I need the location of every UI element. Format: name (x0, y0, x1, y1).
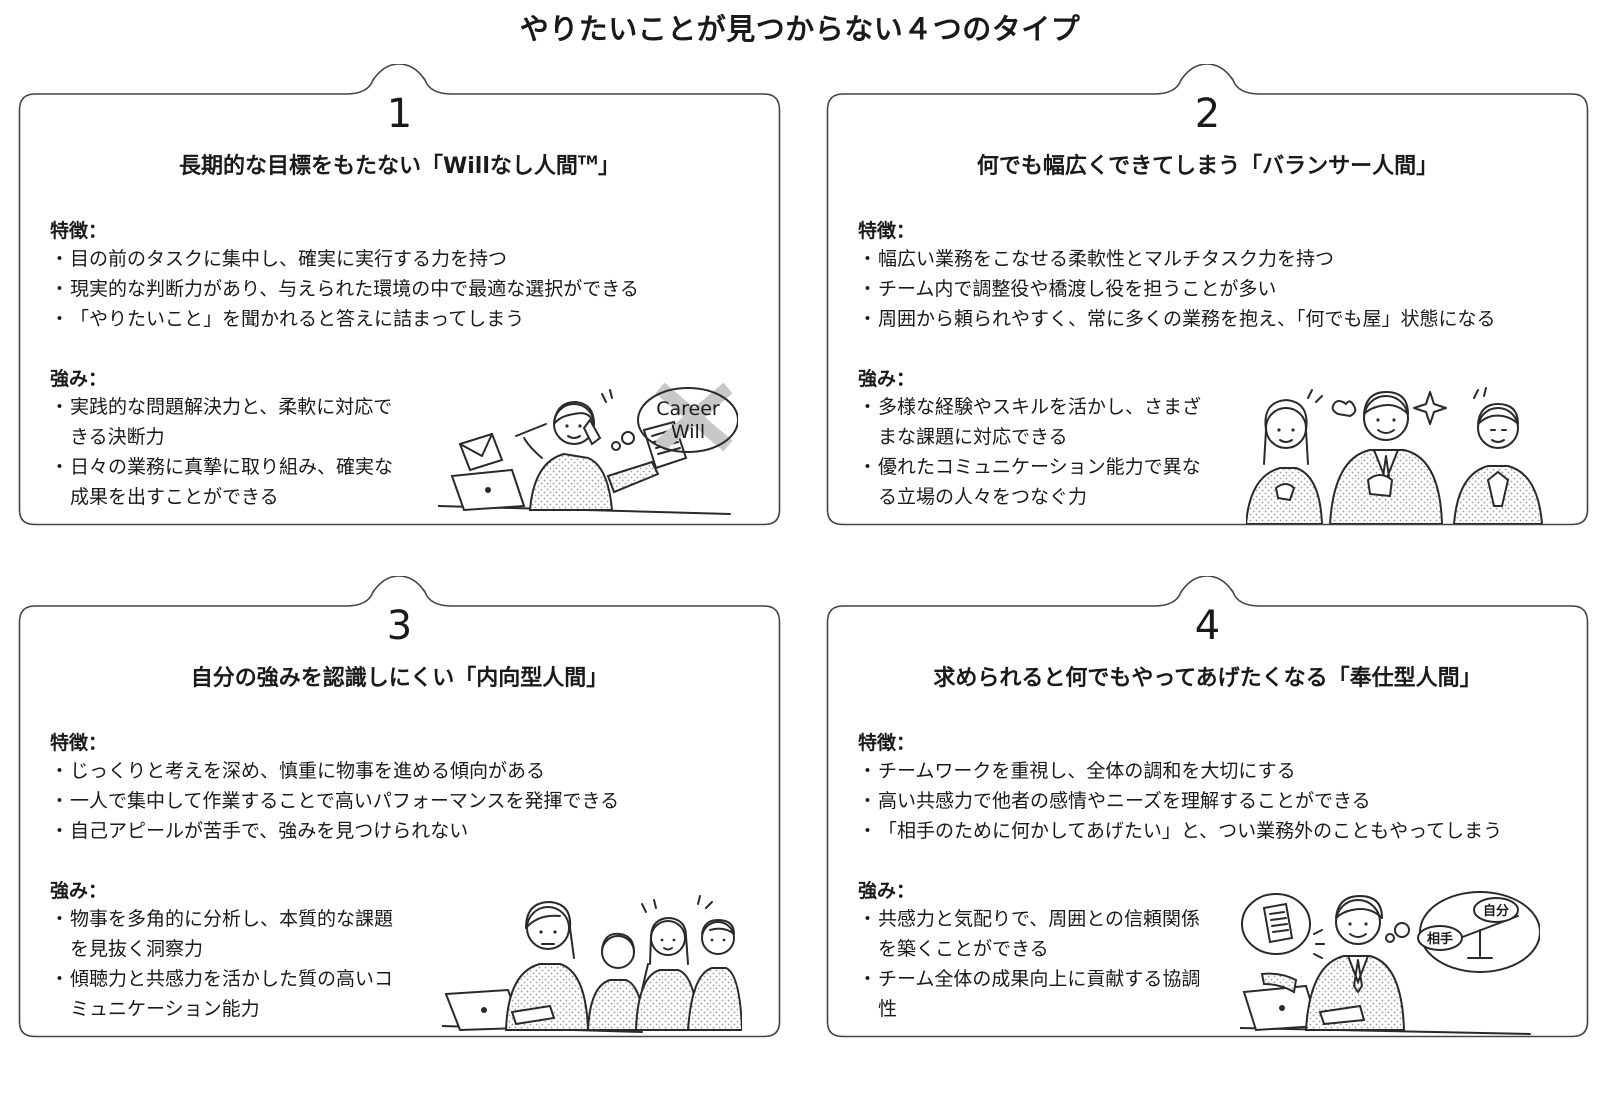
feature-item: じっくりと考えを深め、慎重に物事を進める傾向がある (50, 756, 770, 786)
trademark: TM (577, 153, 599, 168)
strength-item: 日々の業務に真摯に取り組み、確実な成果を出すことができる (50, 452, 410, 512)
feature-item: 幅広い業務をこなせる柔軟性とマルチタスク力を持つ (858, 244, 1578, 274)
bubble-career-text: Career (656, 398, 720, 420)
card-title: 長期的な目標をもたない「Willなし人間TM」 (178, 153, 621, 179)
strength-item: 優れたコミュニケーション能力で異なる立場の人々をつなぐ力 (858, 452, 1218, 512)
feature-item: 「相手のために何かしてあげたい」と、つい業務外のこともやってしまう (858, 816, 1578, 846)
features-list: 幅広い業務をこなせる柔軟性とマルチタスク力を持つ チーム内で調整役や橋渡し役を担… (858, 244, 1578, 334)
card-number: 3 (386, 603, 413, 649)
strengths-list: 実践的な問題解決力と、柔軟に対応できる決断力 日々の業務に真摯に取り組み、確実な… (50, 392, 410, 512)
features-list: じっくりと考えを深め、慎重に物事を進める傾向がある 一人で集中して作業することで… (50, 756, 770, 846)
card-number: 2 (1194, 91, 1221, 137)
type-card-2: 2 何でも幅広くできてしまう「バランサー人間」 特徴： 幅広い業務をこなせる柔軟… (826, 64, 1589, 526)
card-title: 求められると何でもやってあげたくなる「奉仕型人間」 (933, 666, 1482, 691)
three-colleagues-illustration (1246, 384, 1546, 524)
scale-self-label: 自分 (1483, 903, 1509, 919)
feature-item: チームワークを重視し、全体の調和を大切にする (858, 756, 1578, 786)
feature-item: チーム内で調整役や橋渡し役を担うことが多い (858, 274, 1578, 304)
introvert-worker-illustration (442, 894, 742, 1034)
feature-item: 周囲から頼られやすく、常に多くの業務を抱え、「何でも屋」状態になる (858, 304, 1578, 334)
feature-item: 高い共感力で他者の感情やニーズを理解することができる (858, 786, 1578, 816)
features-label: 特徴： (858, 220, 916, 242)
scale-other-label: 相手 (1427, 931, 1453, 947)
card-title: 何でも幅広くできてしまう「バランサー人間」 (976, 154, 1439, 179)
main-title: やりたいことが見つからない４つのタイプ (519, 12, 1081, 46)
strengths-label: 強み： (50, 368, 108, 390)
strengths-list: 共感力と気配りで、周囲との信頼関係を築くことができる チーム全体の成果向上に貢献… (858, 904, 1218, 1024)
features-list: 目の前のタスクに集中し、確実に実行する力を持つ 現実的な判断力があり、与えられた… (50, 244, 770, 334)
feature-item: 自己アピールが苦手で、強みを見つけられない (50, 816, 770, 846)
features-list: チームワークを重視し、全体の調和を大切にする 高い共感力で他者の感情やニーズを理… (858, 756, 1578, 846)
strength-item: 傾聴力と共感力を活かした質の高いコミュニケーション能力 (50, 964, 410, 1024)
feature-item: 一人で集中して作業することで高いパフォーマンスを発揮できる (50, 786, 770, 816)
strength-item: 多様な経験やスキルを活かし、さまざまな課題に対応できる (858, 392, 1218, 452)
strengths-label: 強み： (858, 368, 916, 390)
type-card-3: 3 自分の強みを認識しにくい「内向型人間」 特徴： じっくりと考えを深め、慎重に… (18, 576, 781, 1038)
strengths-list: 物事を多角的に分析し、本質的な課題を見抜く洞察力 傾聴力と共感力を活かした質の高… (50, 904, 410, 1024)
strengths-list: 多様な経験やスキルを活かし、さまざまな課題に対応できる 優れたコミュニケーション… (858, 392, 1218, 512)
card-title: 自分の強みを認識しにくい「内向型人間」 (190, 666, 609, 691)
busy-worker-illustration: Career Will (438, 380, 738, 530)
feature-item: 現実的な判断力があり、与えられた環境の中で最適な選択ができる (50, 274, 770, 304)
feature-item: 目の前のタスクに集中し、確実に実行する力を持つ (50, 244, 770, 274)
feature-item: 「やりたいこと」を聞かれると答えに詰まってしまう (50, 304, 770, 334)
features-label: 特徴： (50, 220, 108, 242)
bubble-will-text: Will (671, 421, 705, 443)
strengths-label: 強み： (50, 880, 108, 902)
type-card-4: 4 求められると何でもやってあげたくなる「奉仕型人間」 特徴： チームワークを重… (826, 576, 1589, 1038)
card-number: 1 (386, 91, 413, 137)
strength-item: チーム全体の成果向上に貢献する協調性 (858, 964, 1218, 1024)
supportive-worker-illustration: 自分 相手 (1240, 888, 1540, 1036)
type-card-1: 1 長期的な目標をもたない「Willなし人間TM」 特徴： 目の前のタスクに集中… (18, 64, 781, 526)
features-label: 特徴： (858, 732, 916, 754)
features-label: 特徴： (50, 732, 108, 754)
strengths-label: 強み： (858, 880, 916, 902)
card-number: 4 (1194, 603, 1221, 649)
strength-item: 共感力と気配りで、周囲との信頼関係を築くことができる (858, 904, 1218, 964)
strength-item: 実践的な問題解決力と、柔軟に対応できる決断力 (50, 392, 410, 452)
strength-item: 物事を多角的に分析し、本質的な課題を見抜く洞察力 (50, 904, 410, 964)
